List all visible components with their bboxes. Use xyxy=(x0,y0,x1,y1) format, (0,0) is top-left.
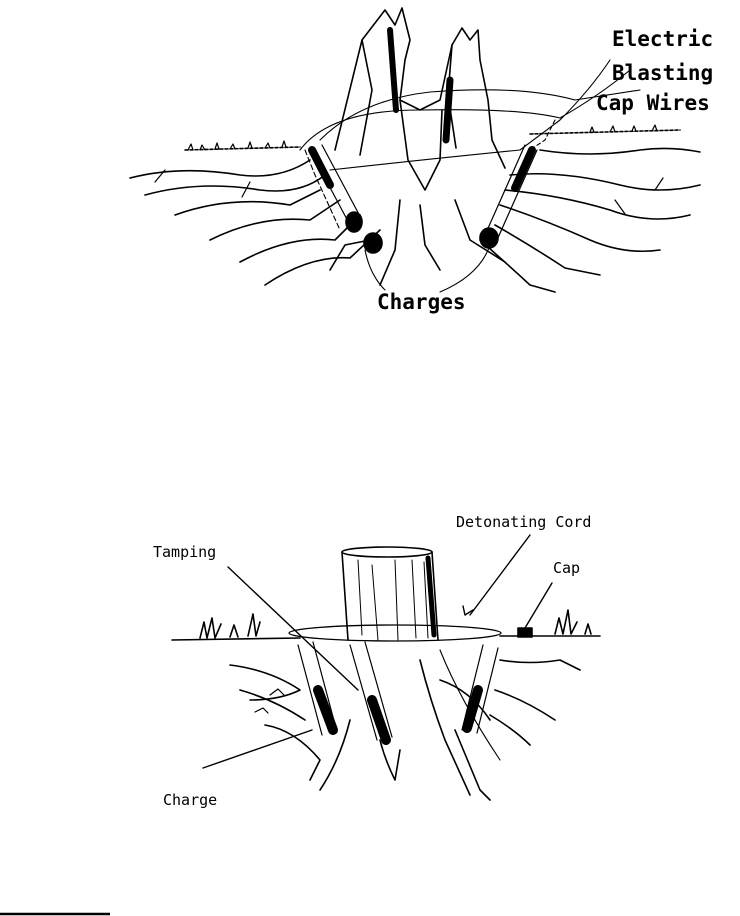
label-detonating-cord: Detonating Cord xyxy=(456,513,591,531)
bottom-leaders xyxy=(203,535,552,768)
label-charge: Charge xyxy=(163,791,217,809)
label-blasting: Blasting xyxy=(612,61,713,85)
label-cap-wires: Cap Wires xyxy=(596,91,710,115)
label-cap: Cap xyxy=(553,559,580,577)
label-tamping: Tamping xyxy=(153,543,216,561)
charge-right xyxy=(480,228,498,248)
ground-line-top xyxy=(185,125,680,150)
charge-center xyxy=(364,233,382,253)
bore-hole-1 xyxy=(298,642,337,735)
root-mass-top xyxy=(130,148,700,292)
root-mass-bottom xyxy=(230,650,580,800)
stump-detonating-cord-diagram xyxy=(172,535,600,800)
label-charges: Charges xyxy=(377,290,466,314)
charge-left xyxy=(346,212,362,232)
split-trunk xyxy=(335,8,505,190)
cap xyxy=(518,628,532,637)
label-electric: Electric xyxy=(612,27,713,51)
bore-hole-2 xyxy=(350,642,392,740)
charges-leaders xyxy=(365,245,490,292)
detonating-cord-ring xyxy=(289,625,501,641)
bore-hole-3 xyxy=(462,645,498,733)
